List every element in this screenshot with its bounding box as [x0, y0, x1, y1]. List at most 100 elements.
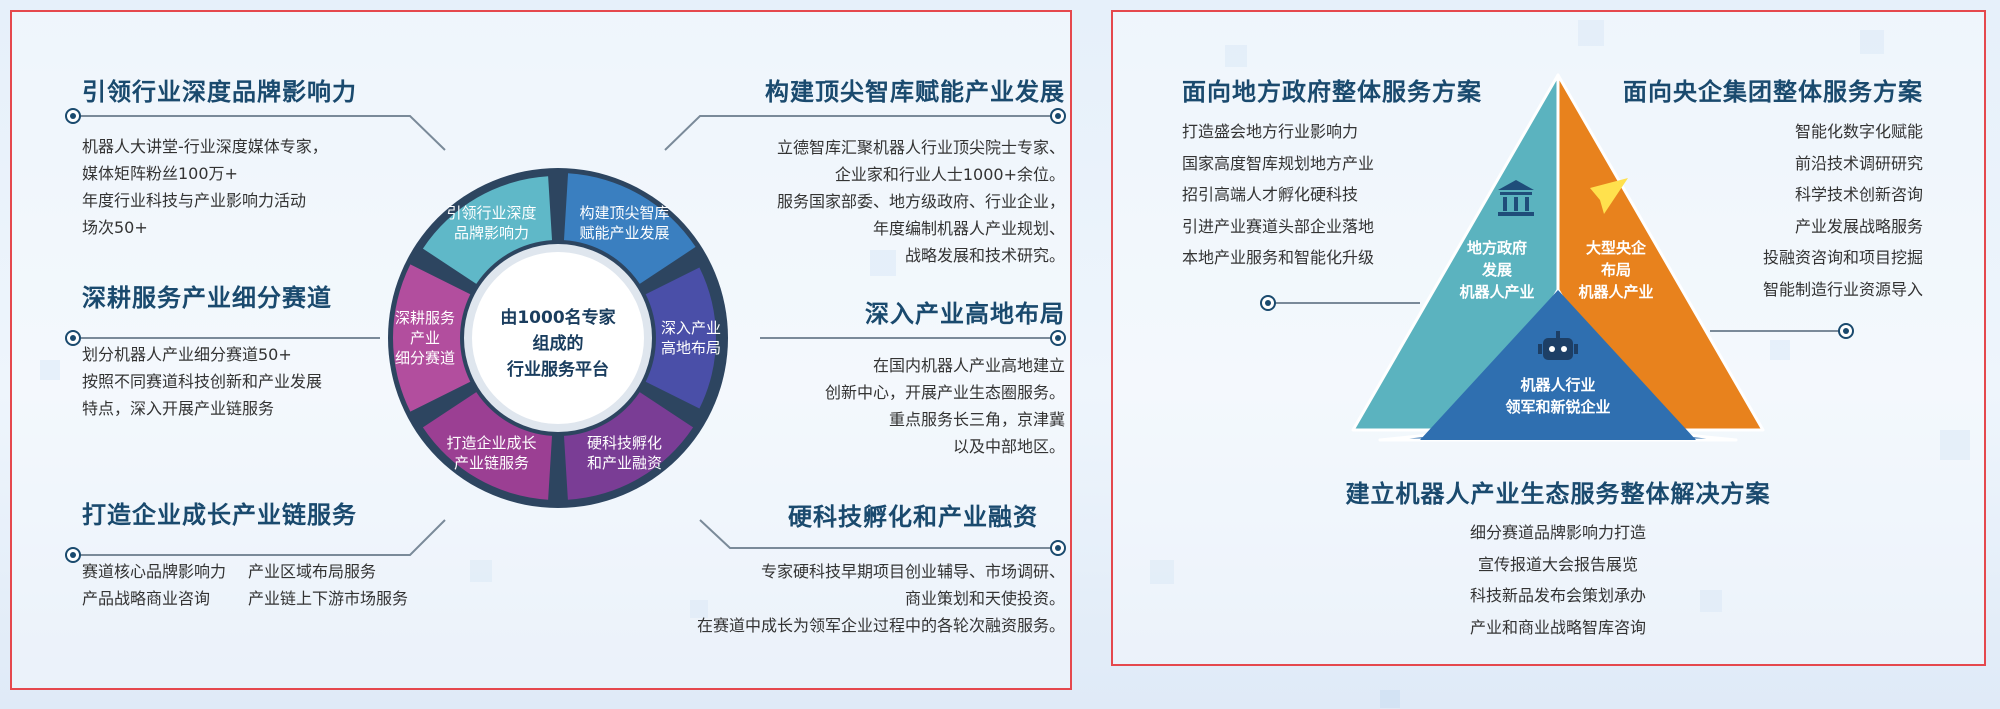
text-line: 重点服务长三角，京津冀	[888, 410, 1065, 429]
text-line: 按照不同赛道科技创新和产业发展	[82, 372, 323, 391]
segment-label-s4: 硬科技孵化	[587, 434, 662, 452]
text-line: 招引高端人才孵化硬科技	[1182, 185, 1359, 204]
block-brand-title: 引领行业深度品牌影响力	[82, 78, 357, 106]
text-line: 产品战略商业咨询	[82, 589, 211, 608]
bg-square	[1860, 30, 1884, 54]
eco-text: 细分赛道品牌影响力打造 宣传报道大会报告展览 科技新品发布会策划承办 产业和商业…	[1308, 517, 1808, 643]
text-line: 打造盛会地方行业影响力	[1182, 122, 1359, 141]
segment-label-s2: 赋能产业发展	[579, 224, 669, 242]
segment-label-s2: 构建顶尖智库	[579, 204, 669, 222]
text-line: 产业和商业战略智库咨询	[1469, 617, 1646, 637]
text-line: 专家硬科技早期项目创业辅导、市场调研、	[760, 562, 1065, 581]
block-track-title: 深耕服务产业细分赛道	[82, 284, 332, 312]
gov-text: 打造盛会地方行业影响力 国家高度智库规划地方产业 招引高端人才孵化硬科技 引进产…	[1182, 116, 1374, 274]
block-thinktank-title: 构建顶尖智库赋能产业发展	[765, 78, 1065, 106]
text-line: 机器人大讲堂-行业深度媒体专家，	[82, 137, 328, 156]
text-line: 智能制造行业资源导入	[1762, 279, 1923, 299]
connector-line	[664, 115, 1058, 151]
segment-label-s4: 和产业融资	[587, 454, 662, 472]
bg-square	[1770, 340, 1790, 360]
triangle-bottom-fill	[1420, 290, 1696, 440]
center-circle	[464, 244, 652, 432]
tri-right-label: 大型央企	[1586, 239, 1647, 257]
text-line: 媒体矩阵粉丝100万+	[82, 164, 238, 183]
block-thinktank-text: 立德智库汇聚机器人行业顶尖院士专家、 企业家和行业人士1000+余位。 服务国家…	[777, 134, 1065, 269]
block-chain-title: 打造企业成长产业链服务	[82, 501, 357, 529]
text-line: 本地产业服务和智能化升级	[1182, 248, 1375, 267]
text-line: 商业策划和天使投资。	[904, 589, 1065, 608]
segment-label-s3: 高地布局	[661, 339, 721, 357]
text-line: 投融资咨询和项目挖掘	[1762, 248, 1923, 267]
segment-label-s6: 细分赛道	[395, 349, 455, 367]
segment-label-s5: 产业链服务	[454, 454, 529, 472]
ring-segment-s1	[422, 176, 553, 284]
block-chain-col1: 赛道核心品牌影响力 产品战略商业咨询	[82, 558, 226, 612]
text-line: 产业发展战略服务	[1794, 216, 1923, 236]
text-line: 以及中部地区。	[952, 437, 1065, 456]
text-line: 前沿技术调研研究	[1794, 153, 1923, 173]
bg-square	[870, 250, 896, 276]
text-line: 产业链上下游市场服务	[248, 589, 409, 608]
segment-label-s5: 打造企业成长	[446, 434, 536, 452]
tri-right-label: 机器人产业	[1578, 283, 1653, 301]
ring-segment-s3	[645, 267, 716, 409]
bg-square	[1225, 45, 1247, 67]
text-line: 立德智库汇聚机器人行业顶尖院士专家、	[776, 138, 1065, 157]
gov-title: 面向地方政府整体服务方案	[1182, 78, 1482, 106]
ring-segment-s6	[392, 264, 471, 412]
segment-label-s6: 产业	[410, 329, 440, 347]
tri-bottom-label: 领军和新锐企业	[1504, 398, 1610, 416]
bg-square	[470, 560, 492, 582]
ring-segment-s4	[563, 392, 694, 500]
center-label-line: 由1000名专家	[500, 307, 615, 328]
text-line: 创新中心，开展产业生态圈服务。	[824, 383, 1065, 402]
block-track-text: 划分机器人产业细分赛道50+ 按照不同赛道科技创新和产业发展 特点，深入开展产业…	[82, 341, 322, 422]
segment-label-s6: 深耕服务	[395, 309, 455, 327]
text-line: 科技新品发布会策划承办	[1469, 586, 1646, 605]
connector-line	[699, 519, 1058, 549]
tri-right-label: 布局	[1601, 261, 1631, 279]
center-label-line: 行业服务平台	[506, 359, 609, 380]
text-line: 科学技术创新咨询	[1794, 185, 1923, 204]
robot-icon	[1538, 331, 1578, 360]
soe-title: 面向央企集团整体服务方案	[1623, 78, 1923, 106]
bg-square	[1578, 20, 1604, 46]
text-line: 国家高度智库规划地方产业	[1182, 153, 1375, 173]
text-line: 场次50+	[82, 218, 148, 237]
block-brand-text: 机器人大讲堂-行业深度媒体专家， 媒体矩阵粉丝100万+ 年度行业科技与产业影响…	[82, 133, 328, 241]
tri-bottom-label: 机器人行业	[1520, 376, 1595, 394]
bg-square	[1380, 690, 1400, 708]
tri-left-label: 发展	[1481, 261, 1512, 279]
tri-left-label: 地方政府	[1467, 239, 1527, 257]
government-building-icon	[1498, 180, 1534, 216]
block-highland-title: 深入产业高地布局	[865, 300, 1065, 328]
segment-label-s1: 品牌影响力	[454, 224, 529, 242]
segment-label-s1: 引领行业深度	[446, 204, 536, 222]
connector-line	[73, 115, 446, 151]
bg-square	[690, 600, 708, 618]
text-line: 年度编制机器人产业规划、	[872, 219, 1065, 238]
text-line: 产业区域布局服务	[248, 562, 377, 581]
text-line: 在国内机器人产业高地建立	[872, 356, 1065, 375]
block-funding-text: 专家硬科技早期项目创业辅导、市场调研、 商业策划和天使投资。 在赛道中成长为领军…	[697, 558, 1065, 639]
connector-line	[73, 519, 446, 556]
bg-square	[1150, 560, 1174, 584]
text-line: 赛道核心品牌影响力	[82, 562, 227, 581]
connector-dots	[65, 108, 1066, 563]
bg-square	[1940, 430, 1970, 460]
text-line: 战略发展和技术研究。	[904, 246, 1065, 265]
paper-plane-icon	[1590, 178, 1628, 214]
ring-segment-s2	[563, 173, 696, 284]
text-line: 划分机器人产业细分赛道50+	[82, 345, 292, 364]
segment-label-s3: 深入产业	[661, 319, 721, 337]
block-funding-title: 硬科技孵化和产业融资	[788, 503, 1038, 531]
bg-square	[1700, 590, 1722, 612]
text-line: 特点，深入开展产业链服务	[82, 399, 275, 418]
text-line: 引进产业赛道头部企业落地	[1182, 216, 1375, 236]
text-line: 年度行业科技与产业影响力活动	[82, 191, 307, 210]
block-chain-col2: 产业区域布局服务 产业链上下游市场服务	[248, 558, 408, 612]
center-label-line: 组成的	[533, 333, 584, 354]
ring-segment-s5	[422, 392, 553, 500]
